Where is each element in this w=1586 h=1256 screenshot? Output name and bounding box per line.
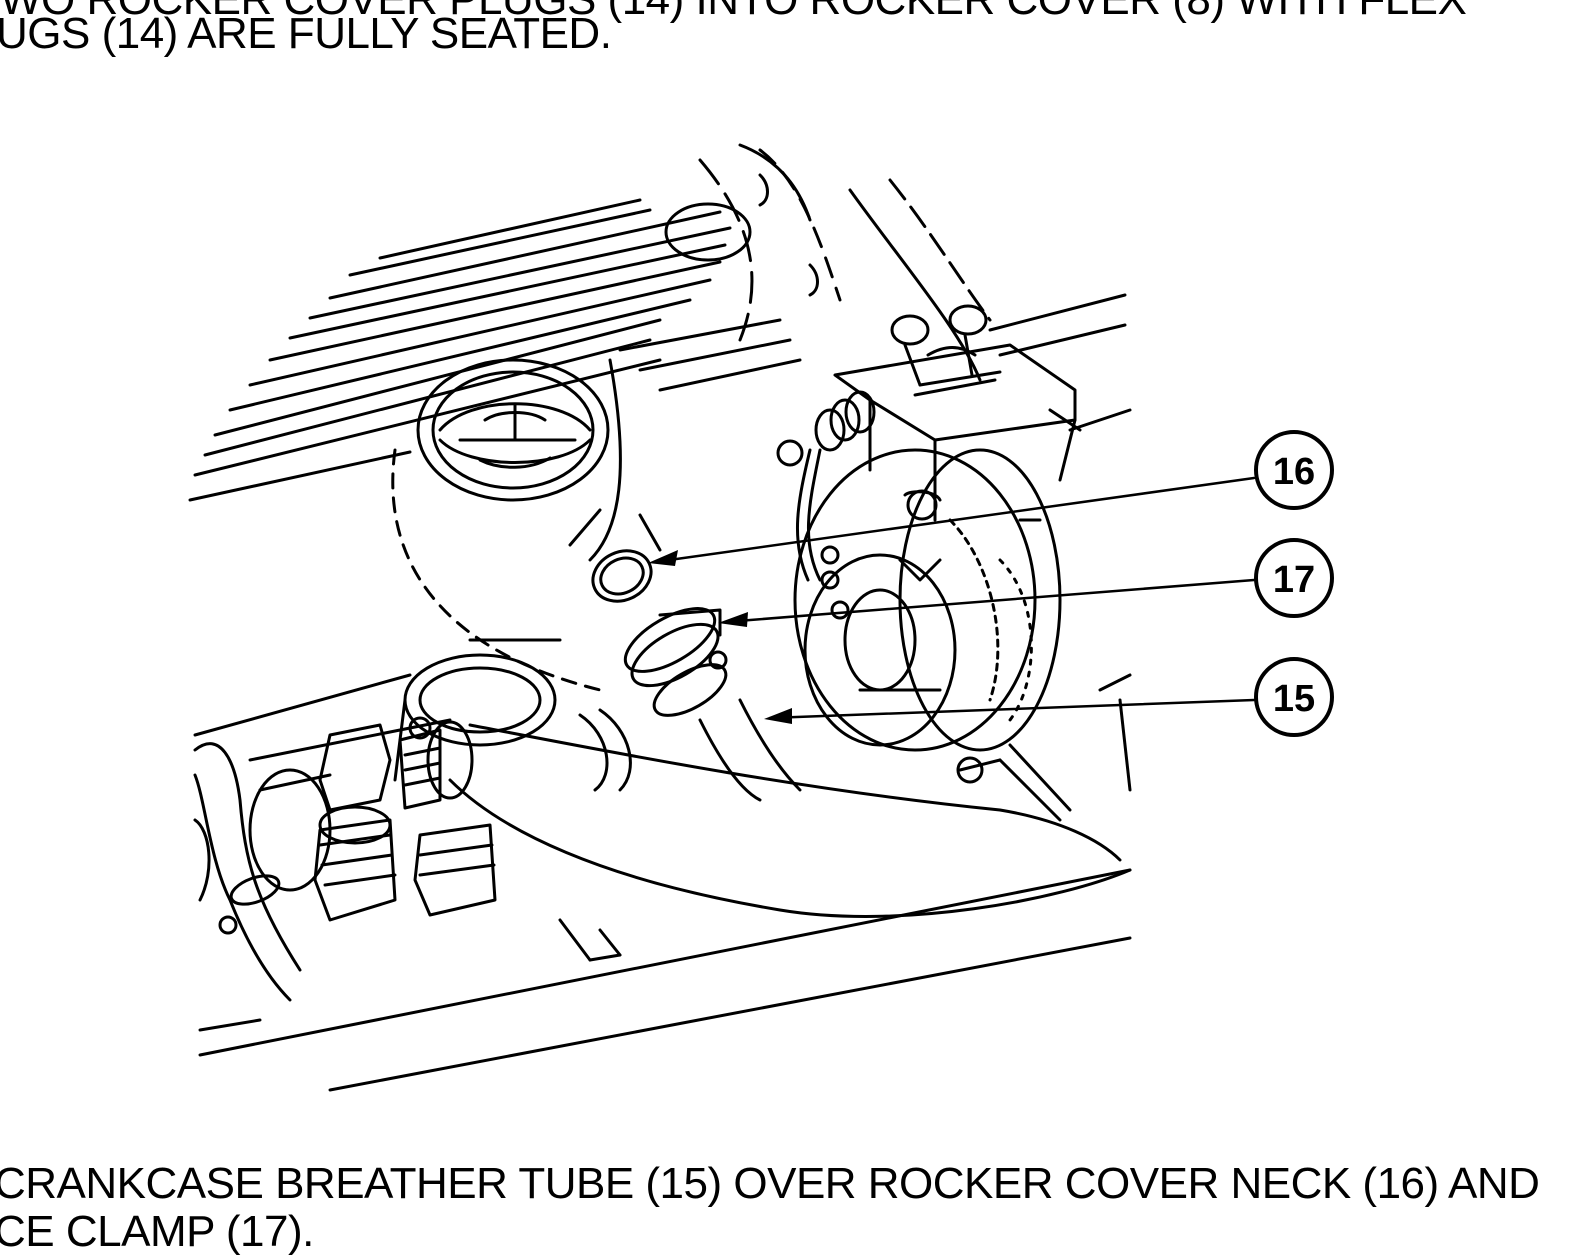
callout-17-label: 17 xyxy=(1273,559,1315,601)
alternator xyxy=(793,448,1072,822)
rocker-cover-fins xyxy=(188,198,802,502)
leader-lines xyxy=(653,476,1256,720)
crankcase-breather-tube xyxy=(426,698,1132,918)
lower-fittings xyxy=(248,716,497,922)
instruction-line-bottom-1: CRANKCASE BREATHER TUBE (15) OVER ROCKER… xyxy=(0,1159,1540,1208)
oil-filler-cap xyxy=(416,358,610,502)
callout-15: 15 xyxy=(1254,657,1334,737)
rocker-cover-neck xyxy=(568,508,662,603)
instruction-line-top-2: UGS (14) ARE FULLY SEATED. xyxy=(0,9,612,58)
hose-clamp xyxy=(623,607,728,717)
cover-boss xyxy=(664,202,752,262)
callout-16-label: 16 xyxy=(1273,451,1315,493)
coiled-line xyxy=(776,390,876,582)
pipe-elbow xyxy=(393,653,557,782)
instruction-line-top-1: WO ROCKER COVER PLUGS (14) INTO ROCKER C… xyxy=(0,0,1467,22)
callout-15-label: 15 xyxy=(1273,678,1315,720)
instruction-line-bottom-2: CE CLAMP (17). xyxy=(0,1207,314,1256)
frame-rails xyxy=(193,673,1132,1092)
callout-16: 16 xyxy=(1254,430,1334,510)
left-hose xyxy=(193,742,302,1002)
callout-17: 17 xyxy=(1254,538,1334,618)
injector-block xyxy=(833,304,1077,522)
